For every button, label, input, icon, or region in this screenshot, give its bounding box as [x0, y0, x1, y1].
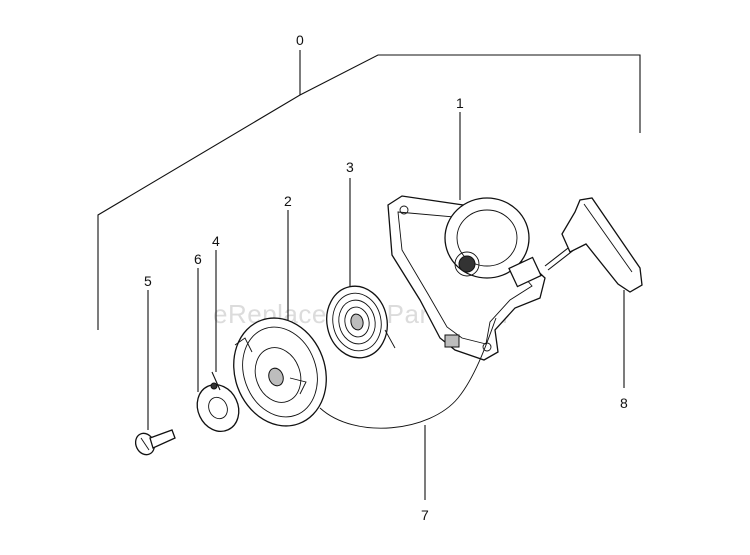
callout-8: 8 — [620, 395, 628, 411]
callout-5: 5 — [144, 273, 152, 289]
starter-housing — [387, 195, 546, 361]
callout-7: 7 — [421, 507, 429, 523]
callout-3: 3 — [346, 159, 354, 175]
callout-2: 2 — [284, 193, 292, 209]
starter-rope — [319, 317, 497, 429]
callout-4: 4 — [212, 233, 220, 249]
recoil-spring — [326, 285, 396, 359]
callout-0: 0 — [296, 32, 304, 48]
starter-handle — [544, 197, 643, 293]
retaining-screw — [134, 429, 176, 456]
callout-6: 6 — [194, 251, 202, 267]
assembly-bracket — [97, 50, 641, 330]
rope-reel — [233, 317, 327, 427]
pawl-and-spring — [196, 371, 240, 432]
leader-lines — [147, 112, 625, 500]
callout-1: 1 — [456, 95, 464, 111]
